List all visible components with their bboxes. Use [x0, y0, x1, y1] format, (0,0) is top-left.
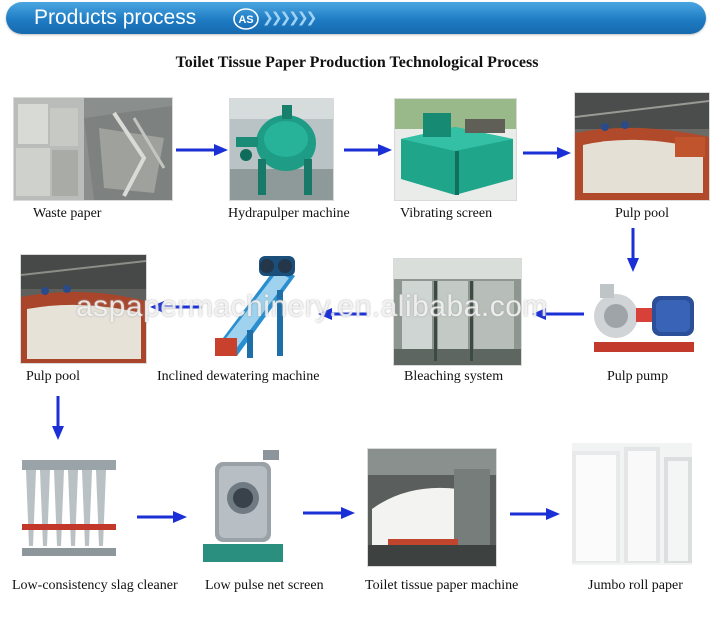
- step-label-waste-paper: Waste paper: [33, 206, 102, 221]
- arrow-right-1: [176, 144, 228, 156]
- arrow-right-3: [523, 147, 571, 159]
- jumbo-roll-image: [572, 443, 692, 565]
- header-banner: Products process AS ❯❯❯❯❯❯: [6, 2, 706, 34]
- arrow-down-2: [52, 396, 64, 440]
- step-label-pulp-pool-2: Pulp pool: [26, 369, 81, 384]
- step-label-tissue-paper-machine: Toilet tissue paper machine: [365, 578, 519, 593]
- logo-text: AS: [238, 14, 253, 26]
- hydrapulper-image: [229, 98, 334, 201]
- arrow-down-1: [627, 228, 639, 272]
- arrow-right-4: [137, 511, 187, 523]
- step-label-hydrapulper: Hydrapulper machine: [228, 206, 350, 221]
- low-pulse-net-screen-image: [203, 448, 283, 564]
- as-logo-icon: AS: [233, 8, 259, 30]
- step-label-inclined-dewatering: Inclined dewatering machine: [157, 369, 320, 384]
- arrow-right-6: [510, 508, 560, 520]
- step-label-low-pulse-net-screen: Low pulse net screen: [205, 578, 324, 593]
- vibrating-screen-image: [394, 98, 517, 201]
- slag-cleaner-image: [16, 456, 120, 564]
- banner-title: Products process: [34, 6, 197, 29]
- arrow-left-1: [532, 308, 584, 320]
- waste-paper-image: [13, 97, 173, 201]
- step-label-pulp-pump: Pulp pump: [607, 369, 669, 384]
- step-label-bleaching-system: Bleaching system: [404, 369, 504, 384]
- watermark-text: aspapermachinery.en.alibaba.com: [76, 290, 548, 323]
- pulp-pool-image-2: [20, 254, 147, 364]
- step-label-vibrating-screen: Vibrating screen: [400, 206, 493, 221]
- chevrons-icon: ❯❯❯❯❯❯: [262, 10, 317, 26]
- arrow-right-5: [303, 507, 355, 519]
- inclined-dewatering-image: [207, 250, 305, 362]
- bleaching-system-image: [393, 258, 522, 366]
- pulp-pump-image: [590, 280, 700, 357]
- tissue-paper-machine-image: [367, 448, 497, 567]
- arrow-left-2: [318, 308, 368, 320]
- arrow-right-2: [344, 144, 392, 156]
- step-label-jumbo-roll: Jumbo roll paper: [588, 578, 683, 593]
- step-label-pulp-pool-1: Pulp pool: [615, 206, 670, 221]
- diagram-title: Toilet Tissue Paper Production Technolog…: [175, 54, 539, 71]
- pulp-pool-image-1: [574, 92, 710, 201]
- step-label-slag-cleaner: Low-consistency slag cleaner: [12, 578, 178, 593]
- arrow-left-3: [150, 301, 202, 313]
